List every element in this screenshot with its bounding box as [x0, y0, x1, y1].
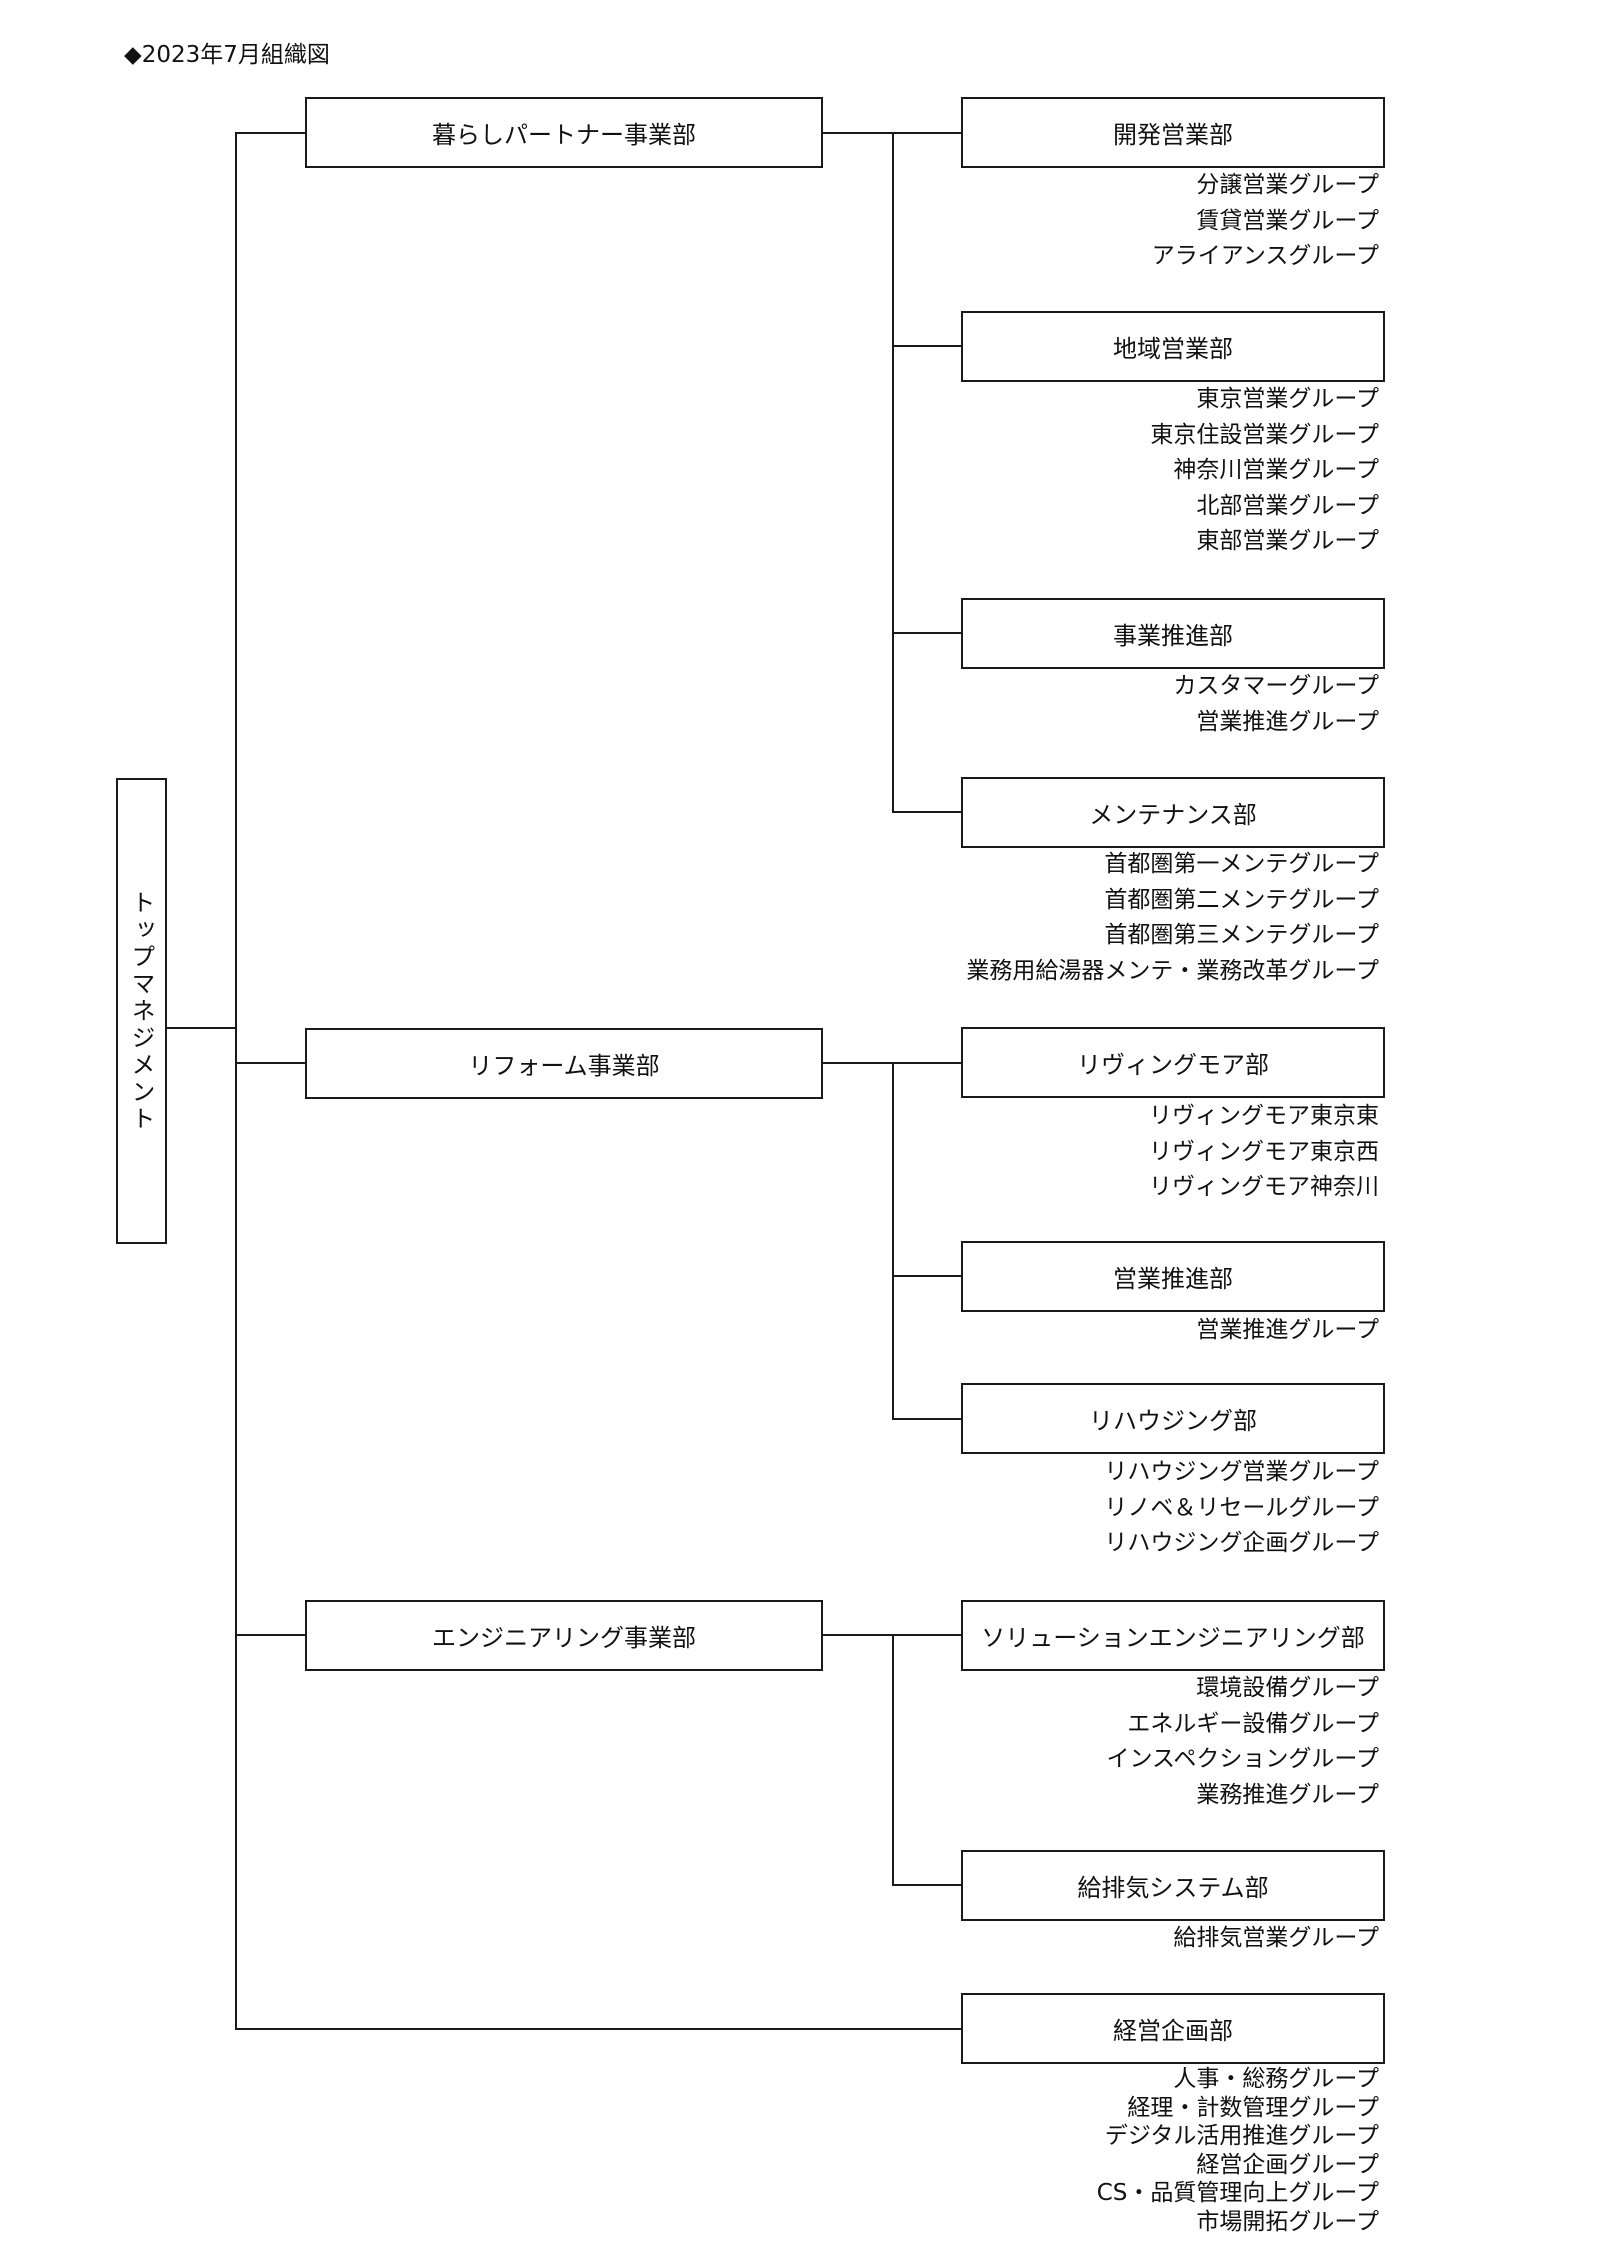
division-box-kurashi-partner: 暮らしパートナー事業部: [305, 97, 823, 168]
department-label: 経営企画部: [1113, 2017, 1233, 2045]
group-item: 環境設備グループ: [1196, 1675, 1379, 1701]
department-box: リハウジング部: [961, 1383, 1385, 1454]
department-box: ソリューションエンジニアリング部: [961, 1600, 1385, 1671]
group-list: 給排気営業グループ: [700, 1921, 1379, 1957]
group-item: 営業推進グループ: [1196, 1317, 1379, 1343]
group-item: 賃貸営業グループ: [1196, 207, 1379, 234]
group-list: 首都圏第一メンテグループ 首都圏第二メンテグループ 首都圏第三メンテグループ 業…: [700, 847, 1379, 989]
division-box-engineering: エンジニアリング事業部: [305, 1600, 823, 1671]
division-branch-line: [235, 1634, 305, 1636]
department-branch-line: [892, 632, 961, 634]
group-list: 分譲営業グループ 賃貸営業グループ アライアンスグループ: [700, 168, 1379, 275]
group-item: エネルギー設備グループ: [1127, 1710, 1379, 1737]
department-box: 営業推進部: [961, 1241, 1385, 1312]
department-label: メンテナンス部: [1089, 801, 1257, 829]
division-to-department-connector: [823, 1062, 894, 1064]
group-item: リヴィングモア神奈川: [1149, 1174, 1379, 1201]
group-item: 北部営業グループ: [1196, 492, 1379, 519]
page-title: ◆2023年7月組織図: [124, 42, 330, 68]
group-item: リヴィングモア東京西: [1149, 1138, 1379, 1165]
department-branch-line: [892, 1634, 961, 1636]
group-item: 経営企画グループ: [1196, 2151, 1379, 2178]
division-to-department-connector: [823, 132, 894, 134]
department-branch-line: [892, 345, 961, 347]
division-label: 暮らしパートナー事業部: [432, 121, 696, 149]
group-item: 分譲営業グループ: [1196, 172, 1379, 198]
department-box: 地域営業部: [961, 311, 1385, 382]
group-item: 東部営業グループ: [1196, 528, 1379, 555]
group-item: 東京営業グループ: [1196, 386, 1379, 412]
group-item: アライアンスグループ: [1151, 243, 1379, 270]
department-box: 給排気システム部: [961, 1850, 1385, 1921]
group-item: デジタル活用推進グループ: [1104, 2123, 1379, 2149]
group-item: 市場開拓グループ: [1196, 2208, 1379, 2235]
group-item: リハウジング企画グループ: [1104, 1530, 1379, 1557]
group-item: 業務推進グループ: [1196, 1781, 1379, 1808]
department-label: 開発営業部: [1113, 121, 1233, 149]
department-box-management-planning: 経営企画部: [961, 1993, 1385, 2064]
department-box: メンテナンス部: [961, 777, 1385, 848]
department-box: 事業推進部: [961, 598, 1385, 669]
department-label: 営業推進部: [1113, 1265, 1233, 1293]
department-trunk-line: [892, 1634, 894, 1886]
department-label: ソリューションエンジニアリング部: [981, 1624, 1365, 1652]
group-list: 人事・総務グループ 経理・計数管理グループ デジタル活用推進グループ 経営企画グ…: [700, 2065, 1379, 2236]
top-management-label: トップマネジメント: [127, 889, 155, 1133]
department-label: 事業推進部: [1113, 622, 1233, 650]
group-item: リヴィングモア東京東: [1149, 1103, 1379, 1129]
group-list: 東京営業グループ 東京住設営業グループ 神奈川営業グループ 北部営業グループ 東…: [700, 382, 1379, 560]
department-branch-line: [892, 132, 961, 134]
group-item: 給排気営業グループ: [1173, 1925, 1379, 1951]
department-branch-line: [892, 1418, 961, 1420]
department-label: リハウジング部: [1089, 1407, 1257, 1435]
group-item: リハウジング営業グループ: [1104, 1459, 1379, 1485]
division-label: エンジニアリング事業部: [432, 1624, 696, 1652]
division-box-reform: リフォーム事業部: [305, 1028, 823, 1099]
department-branch-line: [892, 1884, 961, 1886]
division-label: リフォーム事業部: [468, 1052, 660, 1080]
direct-department-branch-line: [235, 2028, 961, 2030]
group-item: 人事・総務グループ: [1173, 2066, 1379, 2092]
group-item: リノベ＆リセールグループ: [1104, 1494, 1379, 1521]
department-box: 開発営業部: [961, 97, 1385, 168]
group-item: 首都圏第二メンテグループ: [1104, 886, 1379, 913]
main-trunk-line: [235, 132, 237, 2030]
group-item: CS・品質管理向上グループ: [1096, 2180, 1379, 2206]
group-item: 東京住設営業グループ: [1150, 421, 1379, 448]
group-item: インスペクショングループ: [1106, 1746, 1379, 1773]
top-management-connector: [167, 1027, 236, 1029]
division-branch-line: [235, 132, 305, 134]
group-item: カスタマーグループ: [1173, 673, 1379, 699]
group-item: 神奈川営業グループ: [1173, 457, 1379, 484]
group-list: リヴィングモア東京東 リヴィングモア東京西 リヴィングモア神奈川: [700, 1099, 1379, 1206]
group-list: リハウジング営業グループ リノベ＆リセールグループ リハウジング企画グループ: [700, 1455, 1379, 1562]
group-item: 経理・計数管理グループ: [1127, 2094, 1379, 2121]
department-label: リヴィングモア部: [1077, 1051, 1269, 1079]
department-branch-line: [892, 1275, 961, 1277]
department-branch-line: [892, 811, 961, 813]
group-item: 首都圏第一メンテグループ: [1104, 851, 1379, 877]
top-management-box: トップマネジメント: [116, 778, 167, 1244]
department-box: リヴィングモア部: [961, 1027, 1385, 1098]
group-list: 営業推進グループ: [700, 1313, 1379, 1349]
group-item: 営業推進グループ: [1196, 708, 1379, 735]
division-to-department-connector: [823, 1634, 894, 1636]
department-trunk-line: [892, 1062, 894, 1420]
department-label: 給排気システム部: [1077, 1874, 1269, 1902]
group-item: 業務用給湯器メンテ・業務改革グループ: [966, 957, 1379, 984]
department-trunk-line: [892, 132, 894, 813]
group-list: カスタマーグループ 営業推進グループ: [700, 669, 1379, 740]
group-item: 首都圏第三メンテグループ: [1104, 922, 1379, 949]
department-branch-line: [892, 1062, 961, 1064]
group-list: 環境設備グループ エネルギー設備グループ インスペクショングループ 業務推進グル…: [700, 1671, 1379, 1813]
department-label: 地域営業部: [1113, 335, 1233, 363]
division-branch-line: [235, 1062, 305, 1064]
